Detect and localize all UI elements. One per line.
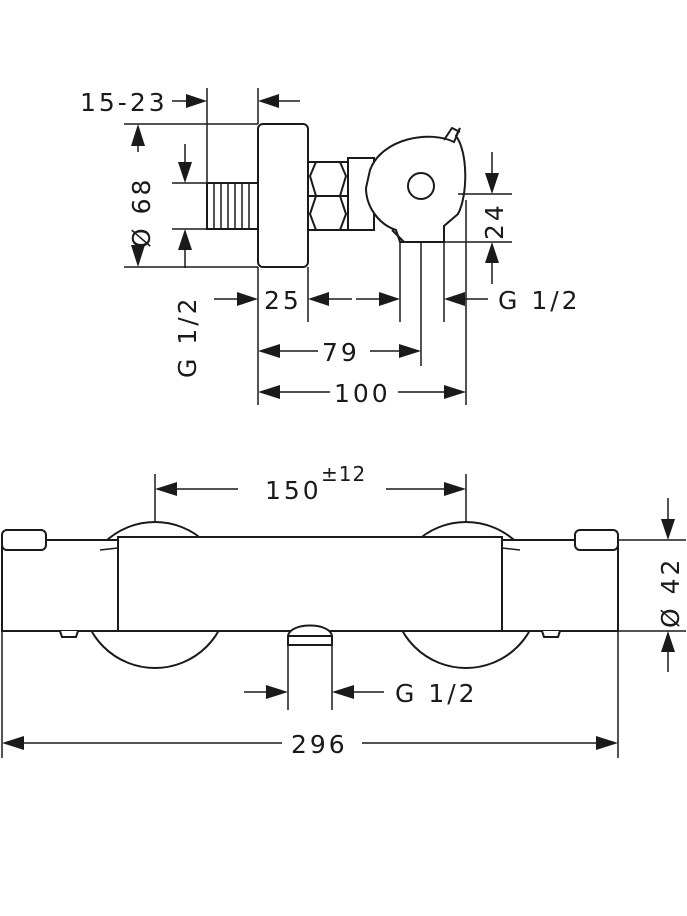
- dim-diameter-42: Ø 42: [618, 498, 686, 672]
- dim-100: 100: [258, 200, 467, 408]
- handle-right: [574, 529, 619, 551]
- dim-15-23: 15-23: [80, 88, 300, 183]
- front-view: 150 ±12 Ø 42 G 1/2: [1, 462, 686, 759]
- handle-left: [1, 529, 47, 551]
- dim-diameter-68: Ø 68: [124, 123, 258, 268]
- dim-thread-right-label: G 1/2: [498, 286, 581, 315]
- wall-rosette-side: [257, 123, 309, 268]
- dim-79-label: 79: [322, 338, 360, 367]
- dim-outlet-thread: G 1/2: [244, 645, 478, 710]
- dim-thread-left-label: G 1/2: [173, 295, 202, 378]
- dim-outlet-thread-label: G 1/2: [395, 679, 478, 708]
- dim-150: 150 ±12: [154, 462, 467, 522]
- dim-25: 25: [214, 267, 352, 322]
- lug-left: [59, 630, 79, 638]
- dim-thread-right: G 1/2: [356, 242, 581, 322]
- spindle-circle: [407, 172, 435, 200]
- dim-24: 24: [444, 152, 512, 284]
- dim-thread-left: G 1/2: [172, 144, 207, 378]
- dim-diameter-68-label: Ø 68: [127, 177, 156, 248]
- inlet-nipple: [206, 182, 260, 230]
- dim-25-label: 25: [264, 286, 302, 315]
- valve-housing: [364, 126, 467, 243]
- dim-150-label: 150: [265, 476, 322, 505]
- side-view: 15-23 Ø 68 G 1/2: [80, 88, 581, 408]
- body-center-section: [117, 536, 503, 632]
- dim-100-label: 100: [334, 379, 391, 408]
- dim-150-tolerance: ±12: [321, 462, 366, 486]
- dim-diameter-42-label: Ø 42: [656, 557, 685, 628]
- dim-24-label: 24: [480, 202, 509, 240]
- hex-nut: [307, 161, 349, 231]
- dim-296-label: 296: [291, 730, 348, 759]
- lug-right: [541, 630, 561, 638]
- dim-15-23-label: 15-23: [80, 88, 168, 117]
- dim-79: 79: [257, 242, 422, 405]
- dim-296: 296: [1, 631, 619, 759]
